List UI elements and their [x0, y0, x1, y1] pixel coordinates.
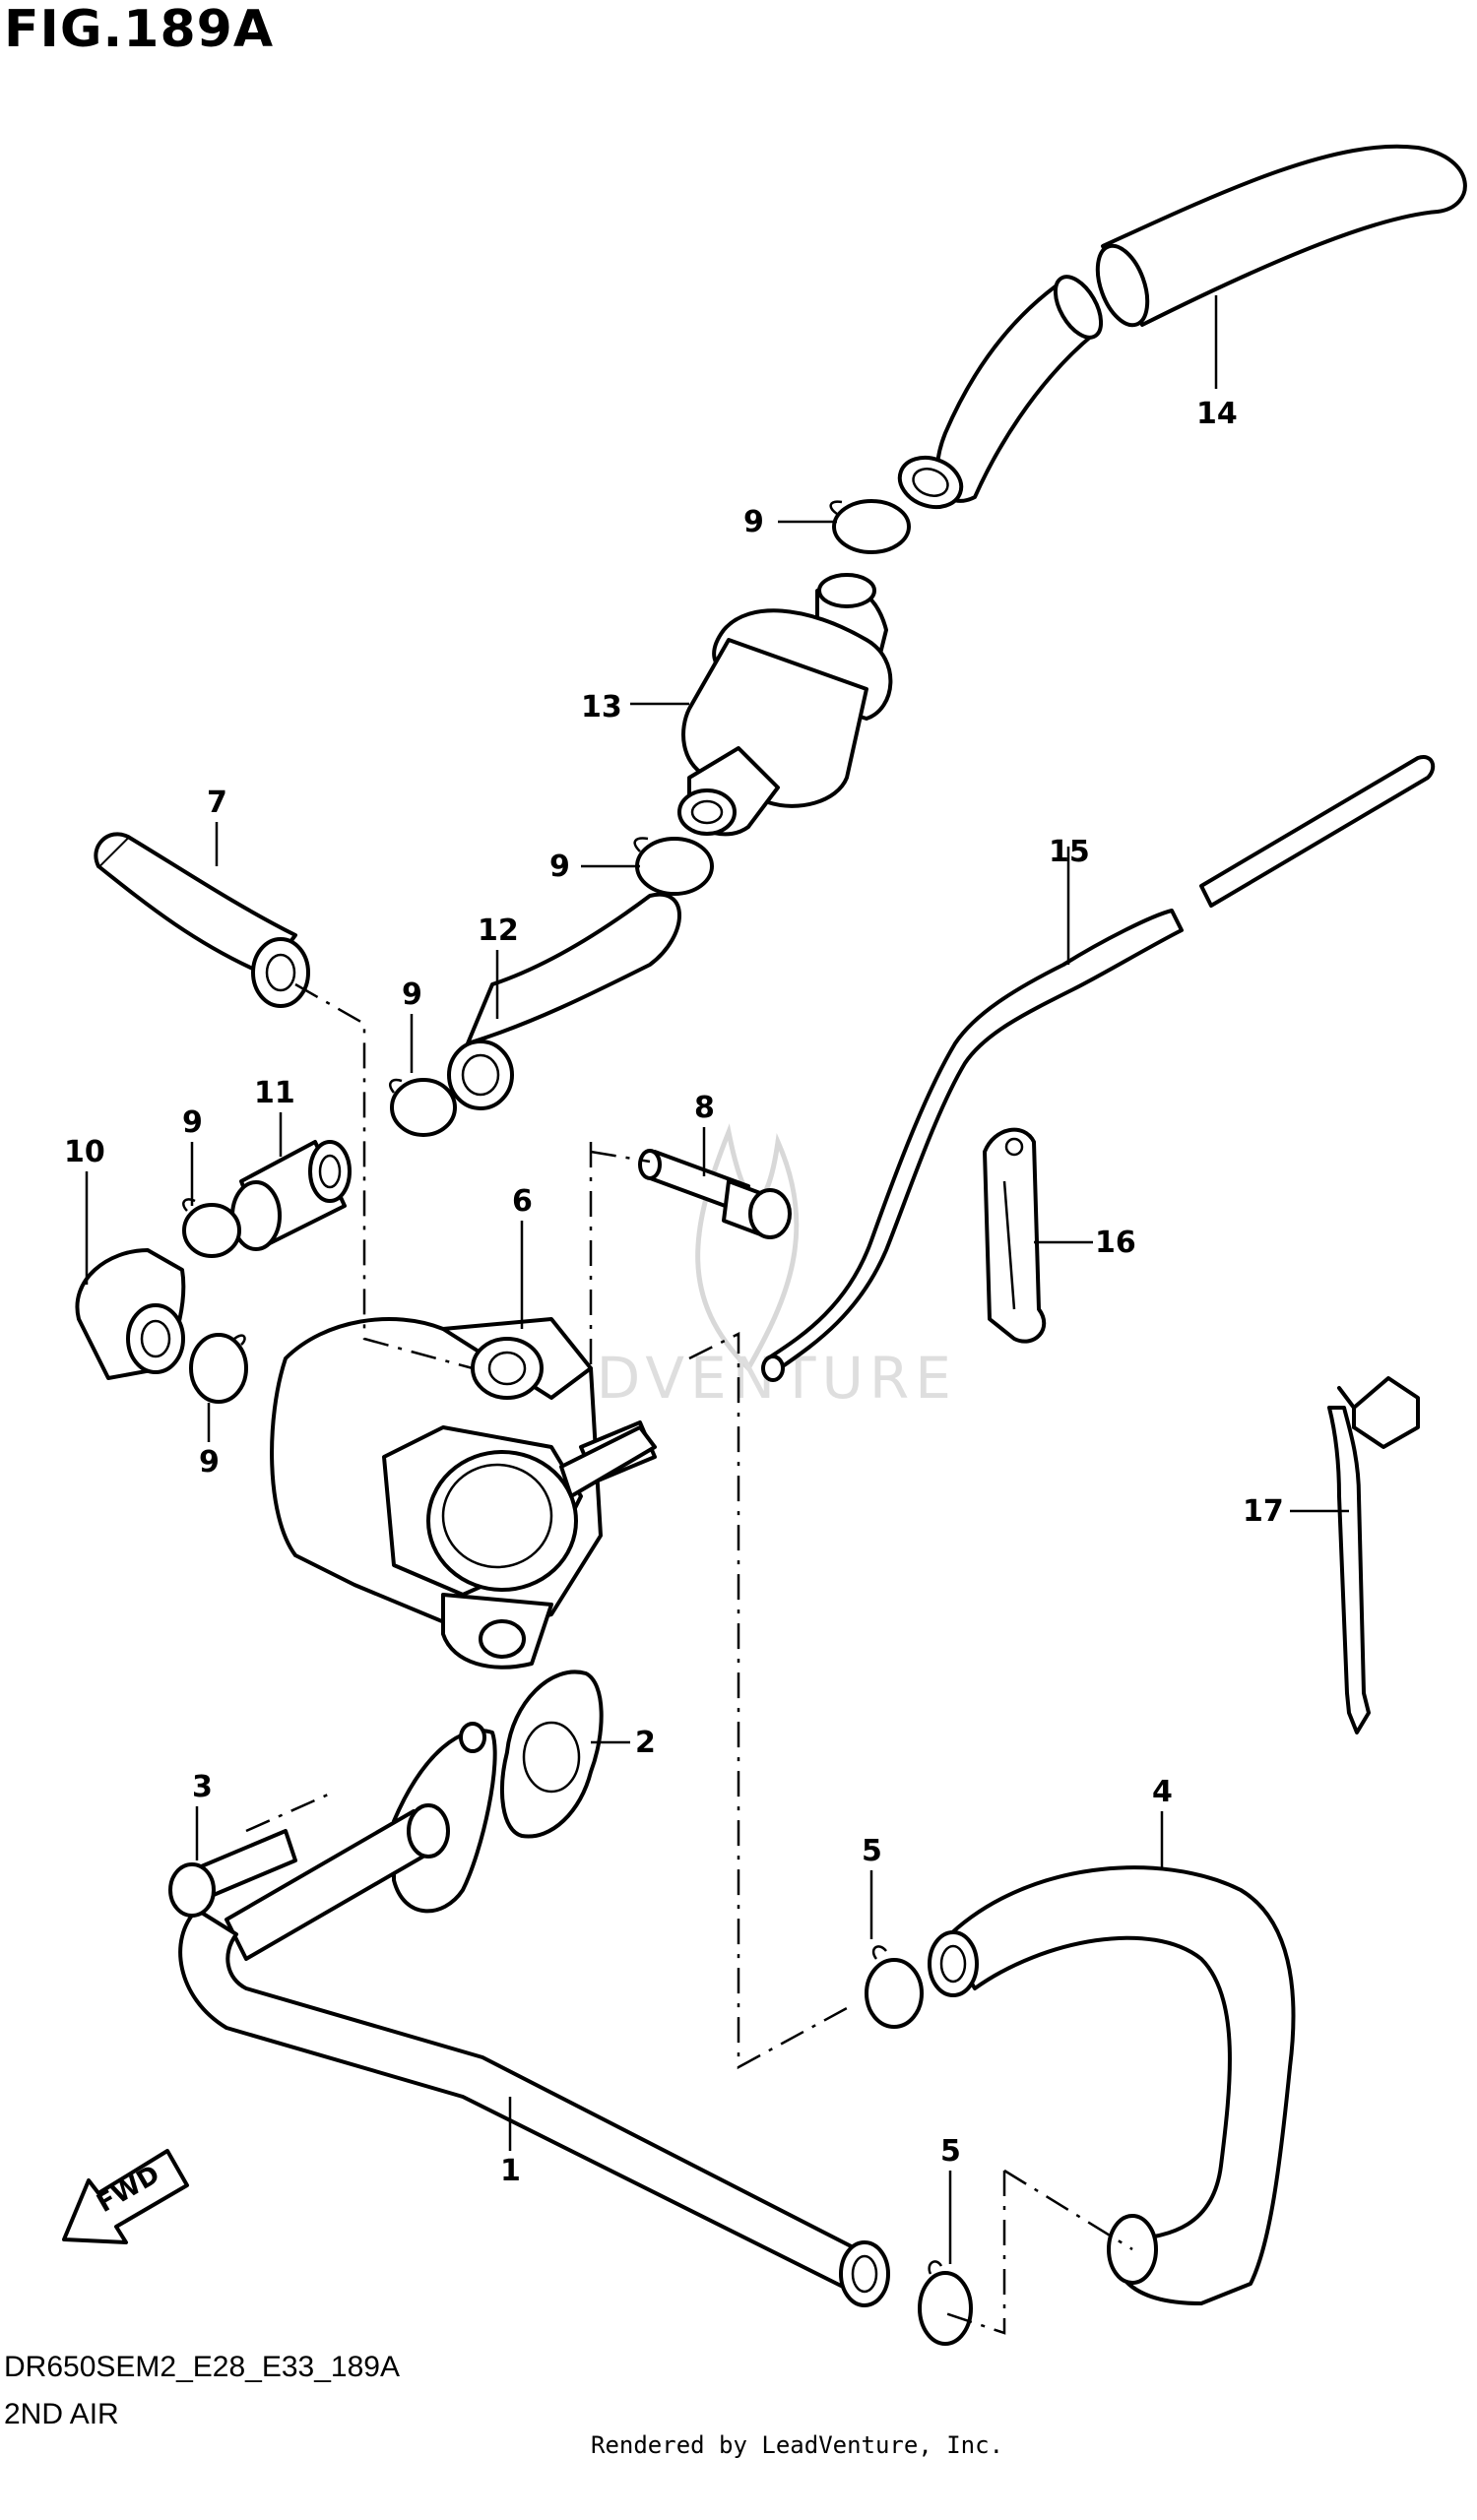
part-8-bolt[interactable] [638, 1149, 792, 1239]
assembly-lines [245, 982, 1133, 2335]
callout-3: 3 [192, 1770, 213, 1804]
leader-lines [85, 295, 1349, 2264]
rendered-by: Rendered by LeadVenture, Inc. [591, 2431, 1004, 2459]
callout-12: 12 [478, 914, 519, 948]
part-2-gasket[interactable] [500, 1670, 604, 1839]
figure-title: FIG.189A [4, 0, 275, 59]
callout-11: 11 [254, 1076, 295, 1110]
callout-5: 5 [940, 2134, 961, 2169]
callout-13: 13 [581, 690, 622, 724]
part-11-joint[interactable] [230, 1140, 352, 1251]
part-17-harness[interactable] [1327, 1376, 1420, 1734]
part-3-bolt[interactable] [168, 1829, 297, 1918]
watermark: ADVENTURE [551, 1123, 957, 1412]
callout-9: 9 [402, 977, 422, 1012]
part-12-hose[interactable] [447, 892, 681, 1110]
part-6-air-valve[interactable] [270, 1317, 657, 1670]
callout-5: 5 [862, 1834, 882, 1868]
callout-2: 2 [635, 1726, 656, 1760]
callout-14: 14 [1196, 397, 1238, 431]
callout-6: 6 [512, 1184, 533, 1219]
section-name: 2ND AIR [4, 2398, 119, 2430]
part-14-hose[interactable] [893, 144, 1467, 516]
part-4-hose[interactable] [928, 1865, 1296, 2305]
part-15-hose[interactable] [761, 755, 1436, 1382]
part-1-pipe[interactable] [178, 1722, 890, 2307]
callout-17: 17 [1243, 1494, 1284, 1529]
part-9-clamps[interactable] [182, 499, 911, 1404]
callout-15: 15 [1049, 835, 1090, 869]
callout-labels: 14 9 13 7 9 12 9 11 9 10 8 6 15 16 9 17 … [64, 397, 1284, 2188]
watermark-text: ADVENTURE [551, 1345, 957, 1412]
part-10-elbow-hose[interactable] [75, 1248, 186, 1380]
callout-8: 8 [694, 1091, 715, 1125]
callout-4: 4 [1152, 1775, 1173, 1809]
callout-9: 9 [182, 1105, 203, 1140]
callout-10: 10 [64, 1135, 105, 1169]
callout-9: 9 [743, 505, 764, 539]
callout-1: 1 [500, 2154, 521, 2188]
model-code: DR650SEM2_E28_E33_189A [4, 2351, 400, 2383]
callout-7: 7 [207, 786, 227, 820]
fwd-arrow: FWD [62, 2149, 189, 2244]
part-13-reed-valve[interactable] [677, 573, 893, 837]
part-16-bracket[interactable] [983, 1127, 1047, 1344]
callout-16: 16 [1095, 1226, 1136, 1260]
callout-9: 9 [549, 850, 570, 884]
callout-9: 9 [199, 1445, 220, 1480]
part-5-clamps[interactable] [865, 1945, 973, 2346]
part-7-hose[interactable] [94, 832, 310, 1008]
